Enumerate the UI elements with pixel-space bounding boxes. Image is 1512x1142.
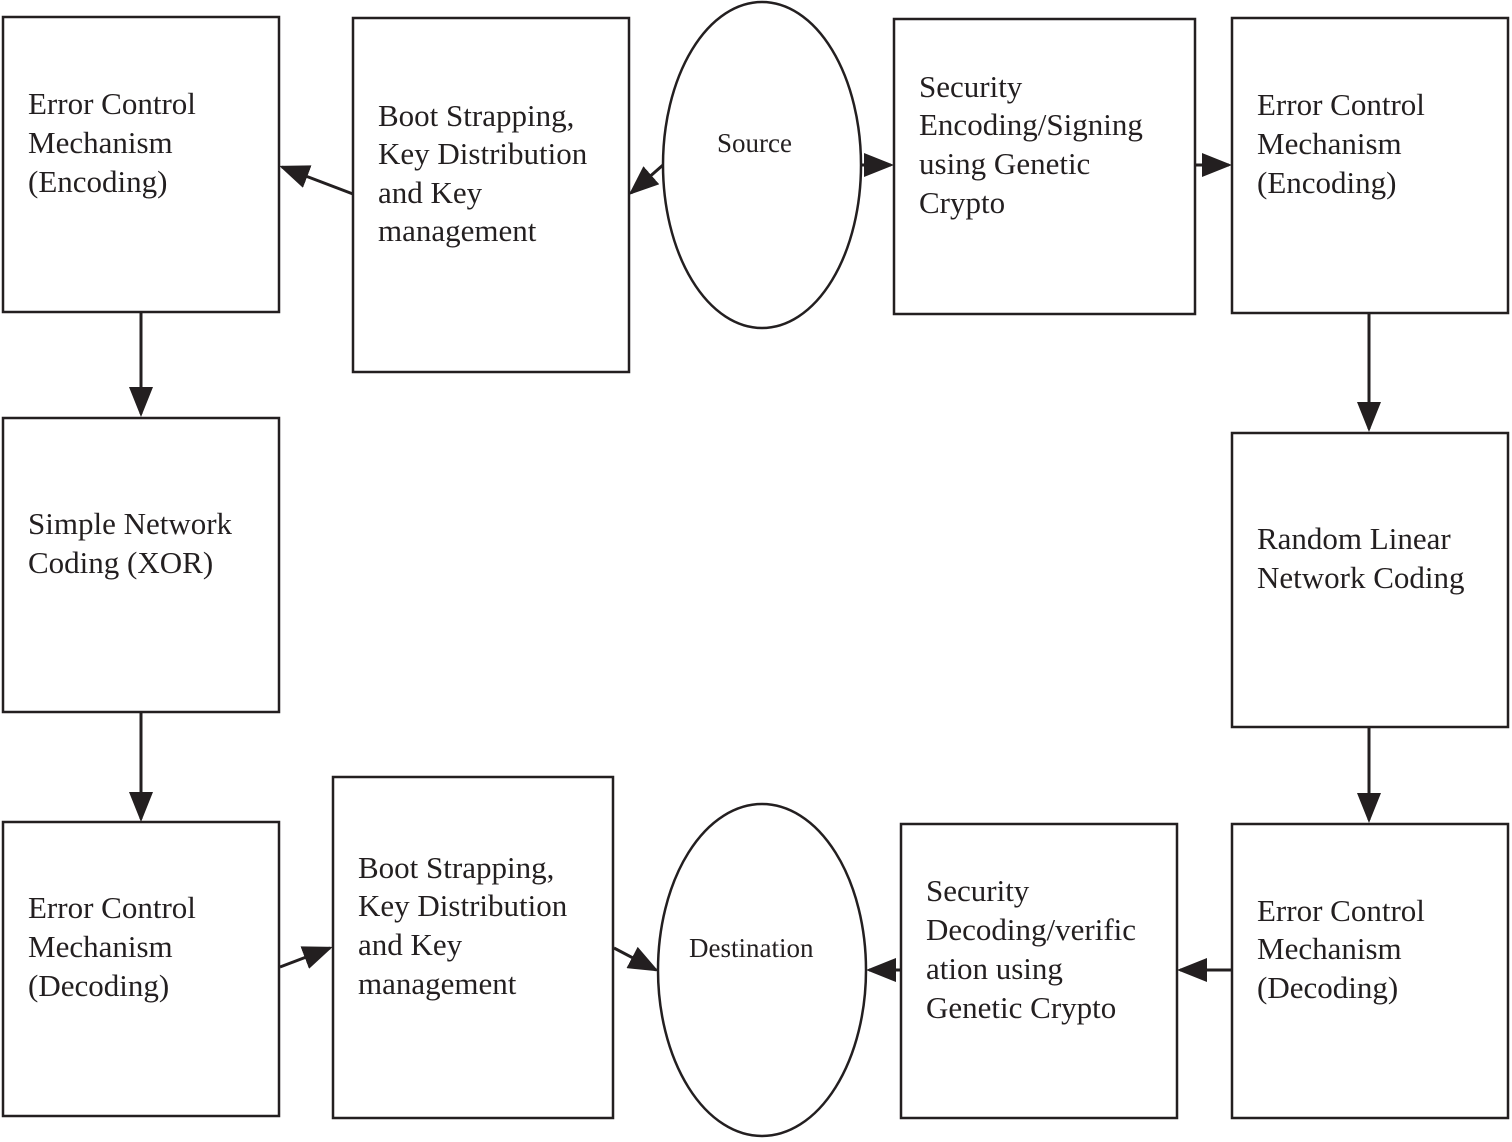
node-ecm-enc-right: Error Control Mechanism (Encoding) — [1230, 16, 1510, 315]
edge-source-to-boot-top — [628, 163, 664, 195]
node-label: Random Linear Network Coding — [1257, 521, 1465, 595]
node-label: Simple Network Coding (XOR) — [28, 506, 240, 580]
edge-boot-bottom-to-destination — [613, 946, 659, 972]
node-sec-dec: Security Decoding/verific ation using Ge… — [899, 822, 1179, 1120]
node-source: Source — [661, 0, 863, 330]
edge-boot-top-to-ecm-enc-left — [279, 165, 354, 196]
node-label: Security Encoding/Signing using Genetic … — [919, 69, 1151, 220]
node-label: Boot Strapping, Key Distribution and Key… — [358, 850, 575, 1001]
node-label: Error Control Mechanism (Decoding) — [28, 890, 204, 1003]
node-destination: Destination — [656, 802, 868, 1138]
node-ecm-dec-right: Error Control Mechanism (Decoding) — [1230, 822, 1510, 1120]
node-label: Boot Strapping, Key Distribution and Key… — [378, 98, 595, 248]
edge-ecm-dec-left-to-boot-bottom — [279, 946, 333, 969]
node-label: Source — [717, 128, 792, 158]
node-label: Error Control Mechanism (Encoding) — [1257, 87, 1433, 200]
node-boot-bottom: Boot Strapping, Key Distribution and Key… — [331, 775, 615, 1120]
node-snc: Simple Network Coding (XOR) — [1, 416, 281, 714]
node-label: Error Control Mechanism (Encoding) — [28, 86, 204, 199]
node-label: Destination — [689, 933, 814, 963]
node-boot-top: Boot Strapping, Key Distribution and Key… — [351, 16, 631, 374]
edges — [129, 153, 1381, 982]
node-sec-enc: Security Encoding/Signing using Genetic … — [892, 17, 1197, 316]
node-ecm-enc-left: Error Control Mechanism (Encoding) — [1, 15, 281, 314]
node-label: Error Control Mechanism (Decoding) — [1257, 893, 1433, 1005]
node-ecm-dec-left: Error Control Mechanism (Decoding) — [1, 820, 281, 1118]
node-rlnc: Random Linear Network Coding — [1230, 431, 1510, 729]
node-label: Security Decoding/verific ation using Ge… — [926, 873, 1144, 1025]
